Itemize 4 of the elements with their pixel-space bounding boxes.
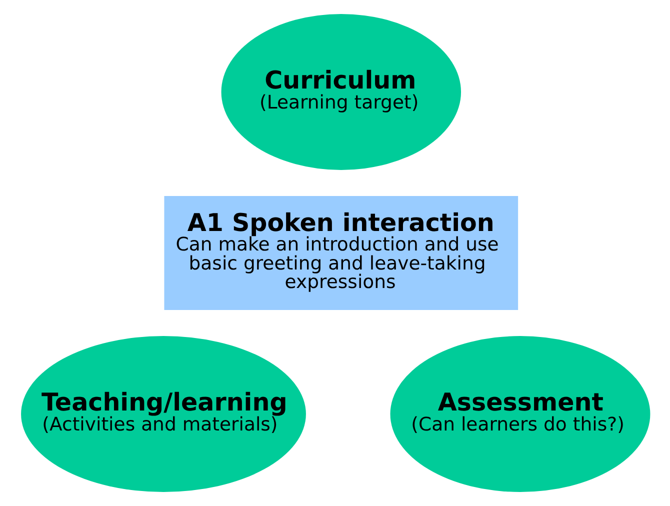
- node-ellipse: Curriculum (Learning target): [220, 14, 461, 170]
- node-ellipse: Assessment (Can learners do this?): [390, 336, 650, 492]
- node-box: A1 Spoken interaction Can make an introduction and use basic greeting and leave-taking expressions: [164, 196, 518, 310]
- node-ellipse: Teaching/learning (Activities and materials): [20, 336, 306, 492]
